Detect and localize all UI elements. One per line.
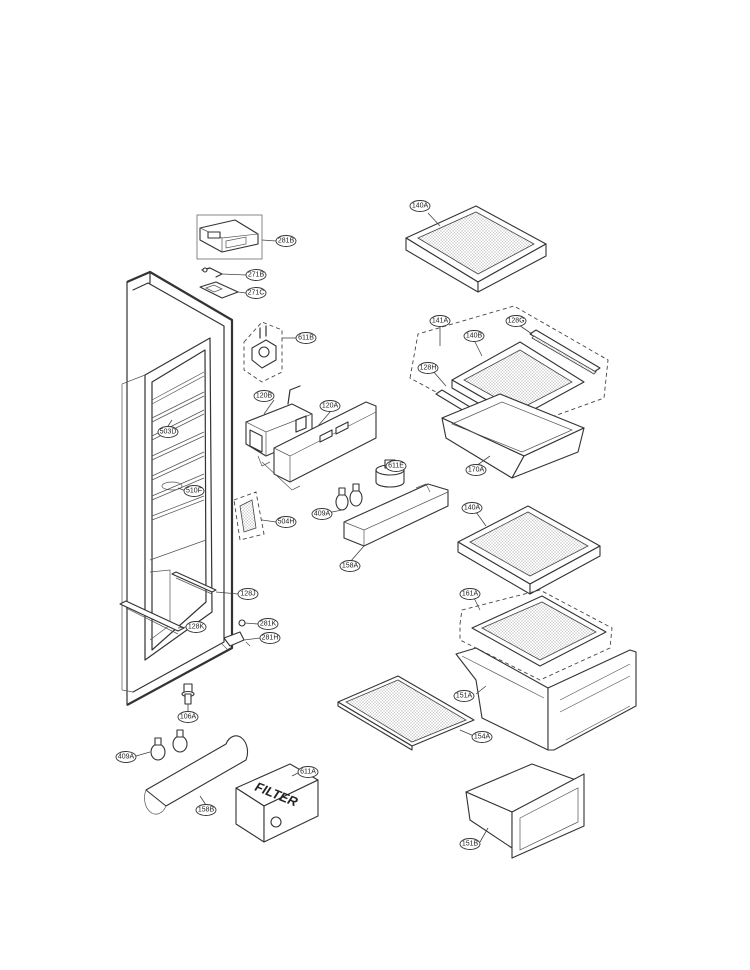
svg-text:140A: 140A — [464, 505, 481, 512]
callout-611E[interactable]: 611E — [385, 460, 407, 472]
svg-text:281H: 281H — [262, 635, 279, 642]
callout-140A-lower[interactable]: 140A — [461, 502, 483, 514]
callout-281H[interactable]: 281H — [259, 632, 281, 644]
callout-128G[interactable]: 128G — [505, 315, 527, 327]
svg-text:140A: 140A — [412, 203, 429, 210]
part-106A — [181, 683, 195, 705]
svg-text:611B: 611B — [298, 335, 314, 342]
cover-154A — [337, 675, 475, 751]
part-611A-filter: FILTER — [235, 763, 319, 843]
svg-text:409A: 409A — [314, 511, 331, 518]
callout-120B[interactable]: 120B — [253, 390, 275, 402]
bulbs-409A-upper — [335, 483, 363, 511]
svg-text:510F: 510F — [186, 488, 202, 495]
callout-281K[interactable]: 281K — [257, 618, 279, 630]
shelf-140A-top — [405, 205, 547, 293]
callout-151B[interactable]: 151B — [459, 838, 481, 850]
part-271B — [201, 267, 223, 278]
callout-271C[interactable]: 271C — [245, 287, 267, 299]
callout-611A[interactable]: 611A — [297, 766, 319, 778]
svg-text:106A: 106A — [180, 714, 197, 721]
svg-text:409A: 409A — [118, 754, 135, 761]
part-271C — [199, 281, 239, 299]
callout-151A[interactable]: 151A — [453, 690, 475, 702]
assembly-141A — [409, 305, 609, 433]
callout-120A[interactable]: 120A — [319, 400, 341, 412]
rail-128J — [171, 571, 217, 595]
callout-141A[interactable]: 141A — [429, 315, 451, 327]
svg-text:151B: 151B — [462, 841, 479, 848]
callout-154A[interactable]: 154A — [471, 731, 493, 743]
bulbs-409A-lower — [150, 729, 188, 761]
part-504H — [233, 491, 265, 541]
svg-text:504H: 504H — [278, 519, 295, 526]
callout-140A-top[interactable]: 140A — [409, 200, 431, 212]
svg-text:151A: 151A — [456, 693, 473, 700]
callout-128J[interactable]: 128J — [237, 588, 259, 600]
svg-text:503D: 503D — [160, 429, 177, 436]
part-281B — [196, 214, 263, 260]
callout-158B[interactable]: 158B — [195, 804, 217, 816]
rail-128K — [119, 600, 185, 635]
callout-503D[interactable]: 503D — [157, 426, 179, 438]
svg-text:128K: 128K — [188, 624, 205, 631]
svg-text:128G: 128G — [507, 318, 524, 325]
crisper-170A — [441, 393, 585, 479]
callout-158A[interactable]: 158A — [339, 560, 361, 572]
callout-409A-upper[interactable]: 409A — [311, 508, 333, 520]
callouts: 281B 271B 271C 611B 120B 120A 503D 510F … — [115, 200, 527, 850]
svg-text:128J: 128J — [240, 591, 255, 598]
screw-281K — [238, 619, 246, 627]
cabinet-liner — [121, 270, 234, 706]
svg-text:154A: 154A — [474, 734, 491, 741]
callout-170A[interactable]: 170A — [465, 464, 487, 476]
part-158A — [343, 483, 449, 547]
shelf-140A-lower — [457, 505, 601, 595]
svg-text:120B: 120B — [256, 393, 273, 400]
svg-text:170A: 170A — [468, 467, 485, 474]
callout-128H[interactable]: 128H — [417, 362, 439, 374]
svg-text:281K: 281K — [260, 621, 277, 628]
svg-text:611A: 611A — [300, 769, 316, 776]
shelf-161A — [471, 595, 607, 667]
part-158B — [144, 735, 249, 815]
bracket-281H — [221, 631, 251, 651]
callout-161A[interactable]: 161A — [459, 588, 481, 600]
svg-text:140B: 140B — [466, 333, 483, 340]
part-611E — [375, 459, 405, 488]
callout-611B[interactable]: 611B — [295, 332, 317, 344]
drawer-151B — [465, 763, 585, 859]
leader-lines — [135, 212, 533, 843]
part-120A — [261, 401, 377, 491]
svg-text:141A: 141A — [432, 318, 449, 325]
svg-text:120A: 120A — [322, 403, 339, 410]
callout-271B[interactable]: 271B — [245, 269, 267, 281]
callout-281B[interactable]: 281B — [275, 235, 297, 247]
rail-128G — [529, 329, 601, 375]
svg-text:271B: 271B — [248, 272, 265, 279]
callout-510F[interactable]: 510F — [183, 485, 205, 497]
callout-140B[interactable]: 140B — [463, 330, 485, 342]
svg-text:271C: 271C — [248, 290, 265, 297]
housing-151A — [455, 647, 637, 751]
callout-409A-lower[interactable]: 409A — [115, 751, 137, 763]
callout-504H[interactable]: 504H — [275, 516, 297, 528]
svg-text:128H: 128H — [420, 365, 437, 372]
svg-text:158A: 158A — [342, 563, 359, 570]
svg-text:161A: 161A — [462, 591, 479, 598]
svg-text:158B: 158B — [198, 807, 215, 814]
svg-text:611E: 611E — [388, 463, 404, 470]
callout-106A[interactable]: 106A — [177, 711, 199, 723]
svg-text:281B: 281B — [278, 238, 295, 245]
callout-128K[interactable]: 128K — [185, 621, 207, 633]
part-611B — [243, 321, 283, 383]
